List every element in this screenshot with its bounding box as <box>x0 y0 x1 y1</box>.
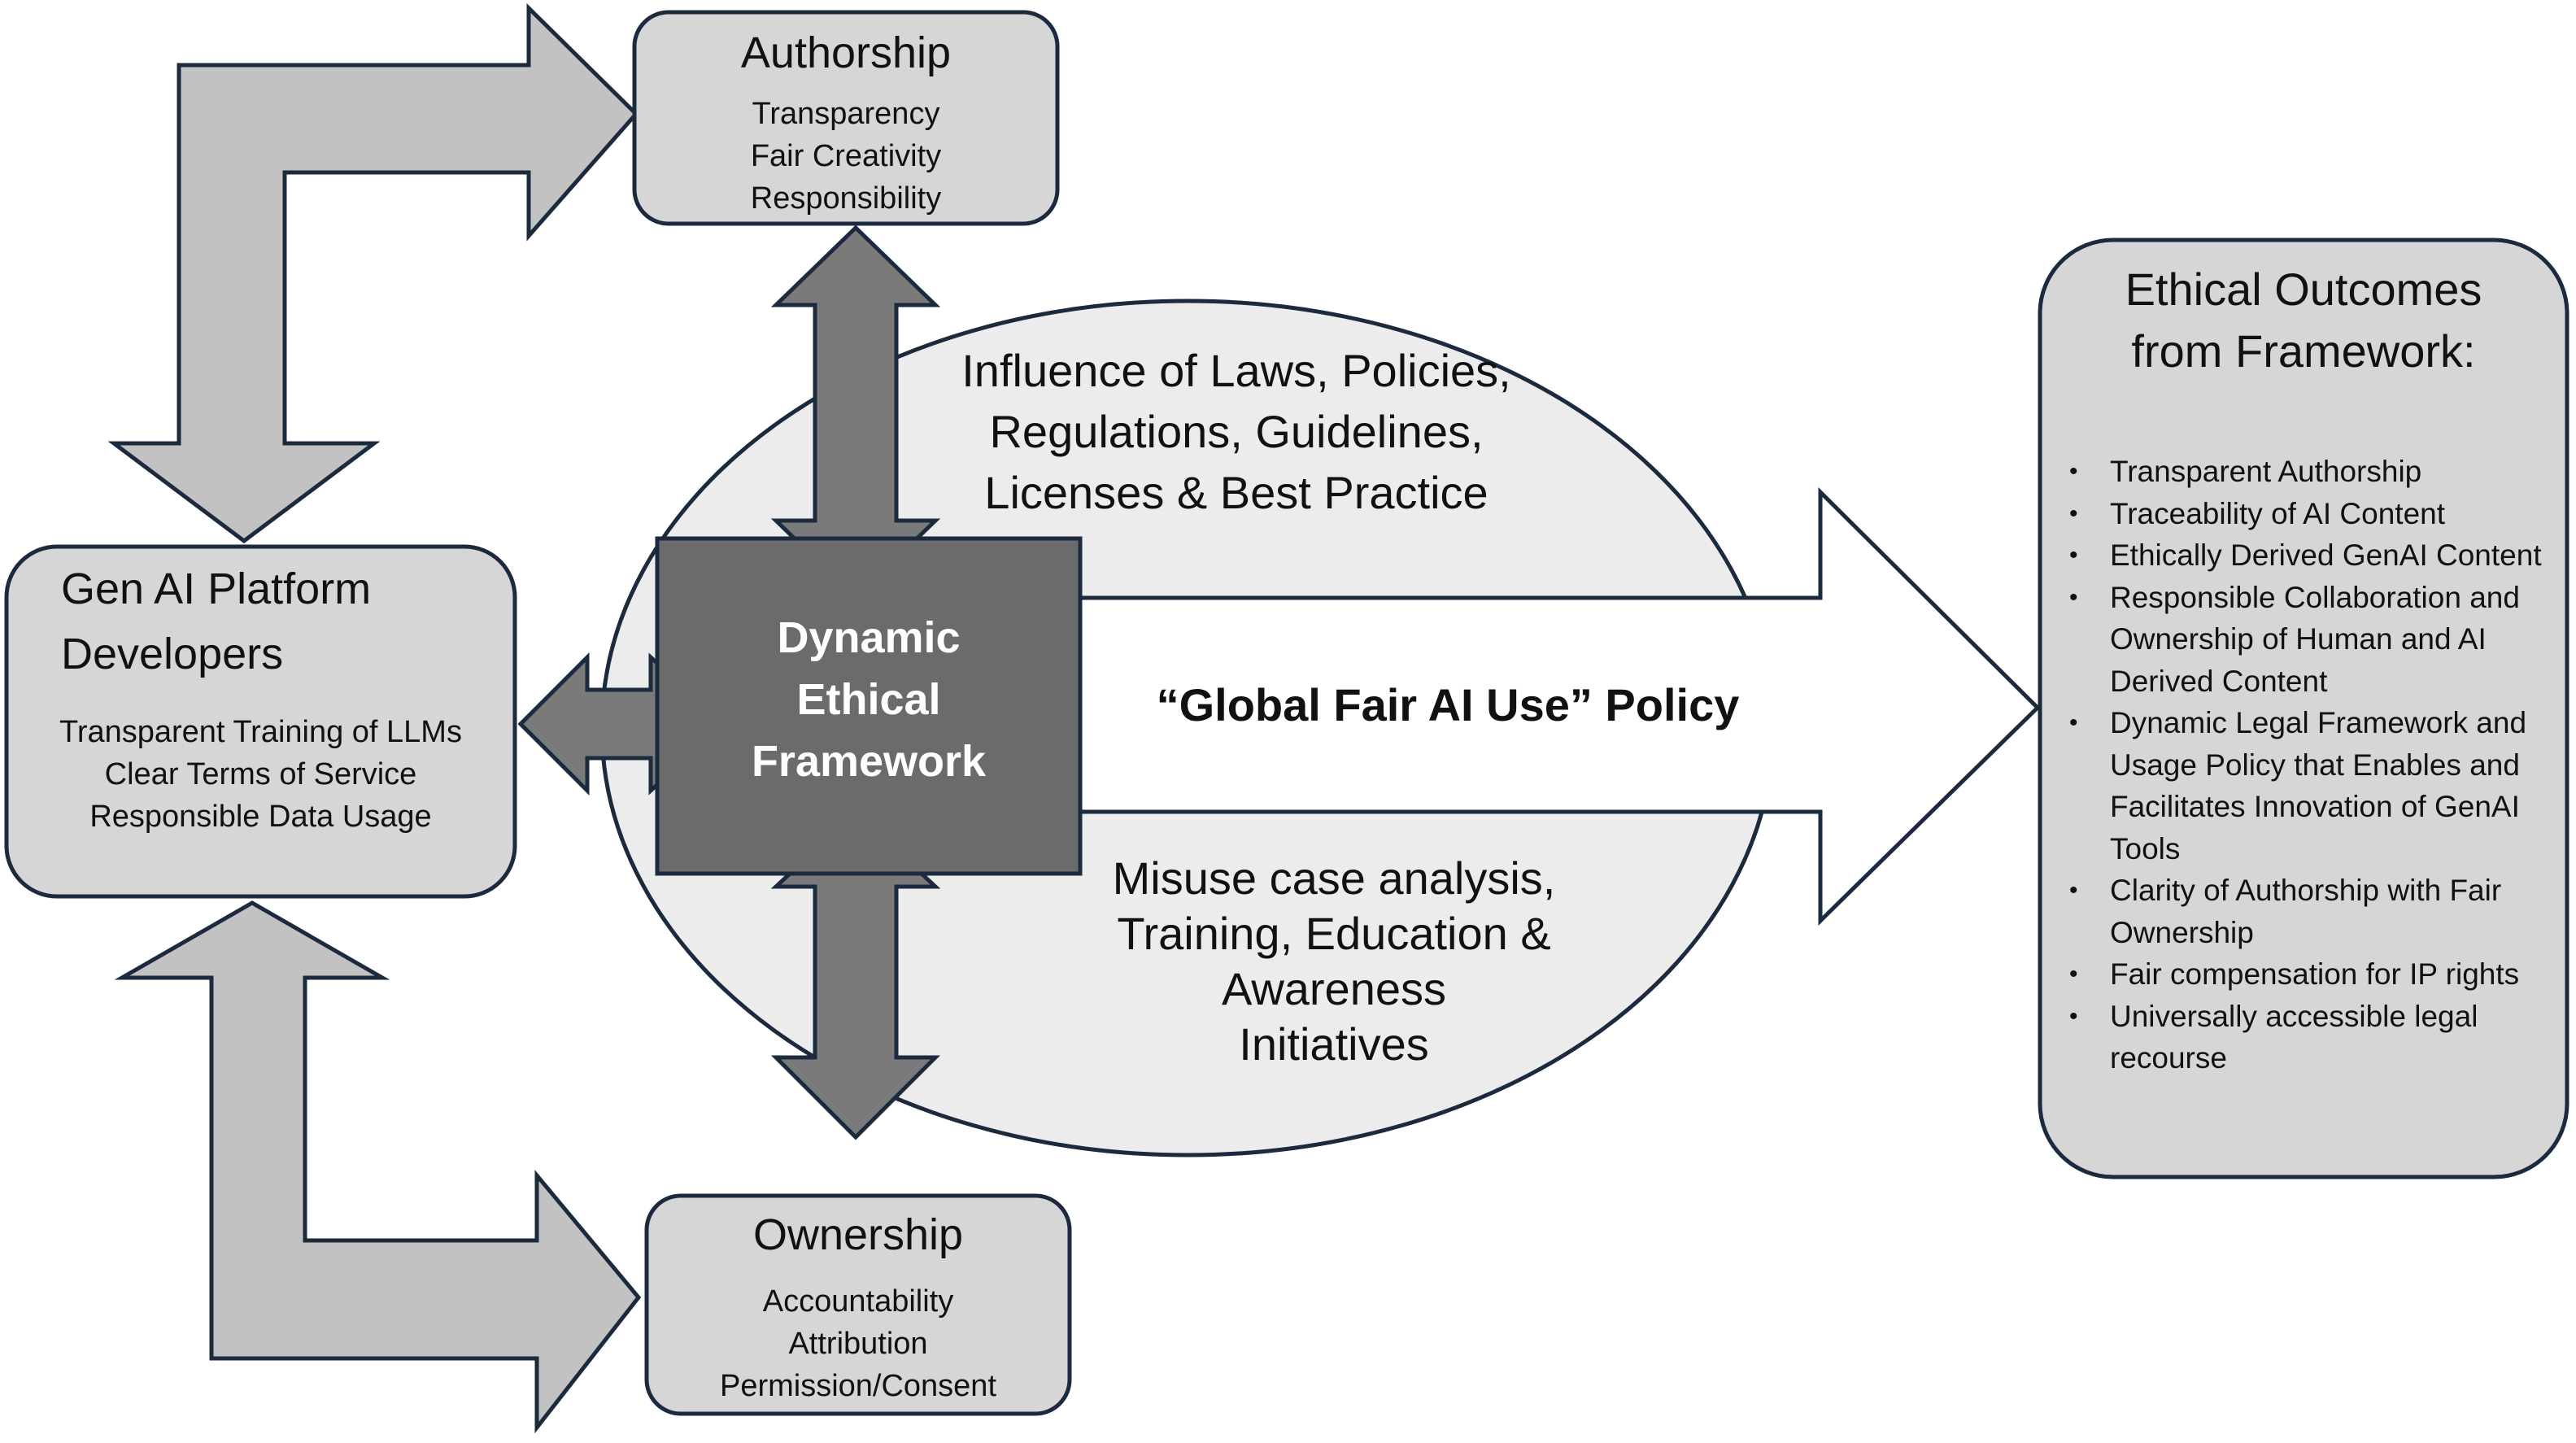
ownership-items: Accountability Attribution Permission/Co… <box>647 1280 1070 1407</box>
outcome-item: Universally accessible legal recourse <box>2063 996 2551 1079</box>
framework-label-line: Ethical <box>796 675 941 724</box>
influence-line: Licenses & Best Practice <box>984 467 1489 518</box>
authorship-title: Authorship <box>740 28 952 77</box>
developers-item: Responsible Data Usage <box>89 800 432 834</box>
misuse-text: Misuse case analysis, Training, Educatio… <box>1000 851 1667 1072</box>
misuse-line: Training, Education & <box>1117 908 1551 959</box>
developers-title-line: Gen AI Platform <box>61 565 372 613</box>
developers-title: Gen AI Platform Developers <box>61 556 371 687</box>
authorship-item: Responsibility <box>750 181 942 216</box>
influence-text: Influence of Laws, Policies, Regulations… <box>895 340 1578 523</box>
outcomes-title: Ethical Outcomes from Framework: <box>2040 259 2567 382</box>
framework-label-line: Dynamic <box>777 613 961 662</box>
developers-to-authorship-arrow <box>107 3 639 544</box>
misuse-line: Awareness <box>1221 963 1446 1014</box>
ownership-title: Ownership <box>752 1210 964 1259</box>
developers-title-line: Developers <box>61 630 284 678</box>
developers-box <box>4 544 517 899</box>
outcome-item: Fair compensation for IP rights <box>2063 953 2551 996</box>
developers-item: Clear Terms of Service <box>104 757 417 791</box>
outcome-item: Responsible Collaboration and Ownership … <box>2063 577 2551 703</box>
framework-label: Dynamic Ethical Framework <box>657 607 1080 792</box>
ownership-item: Attribution <box>788 1327 928 1361</box>
ownership-item: Permission/Consent <box>719 1369 997 1403</box>
developers-items: Transparent Training of LLMs Clear Terms… <box>7 711 515 838</box>
developers-item: Transparent Training of LLMs <box>59 715 462 749</box>
outcome-item: Clarity of Authorship with Fair Ownershi… <box>2063 870 2551 953</box>
ownership-item: Accountability <box>762 1284 954 1319</box>
outcome-item: Ethically Derived GenAI Content <box>2063 534 2551 577</box>
misuse-line: Misuse case analysis, <box>1112 852 1556 904</box>
outcome-item: Traceability of AI Content <box>2063 493 2551 535</box>
policy-arrow <box>1071 486 2041 926</box>
influence-line: Regulations, Guidelines, <box>989 406 1484 457</box>
outcome-item: Dynamic Legal Framework and Usage Policy… <box>2063 702 2551 870</box>
developers-to-ownership-arrow <box>114 900 642 1434</box>
authorship-item: Fair Creativity <box>750 139 942 173</box>
outcomes-list: Transparent Authorship Traceability of A… <box>2063 451 2551 1079</box>
framework-ownership-arrow <box>770 809 941 1140</box>
authorship-items: Transparency Fair Creativity Responsibil… <box>634 93 1057 220</box>
misuse-line: Initiatives <box>1239 1018 1429 1070</box>
framework-box <box>655 536 1083 876</box>
ownership-box <box>644 1193 1072 1416</box>
outcomes-title-line: from Framework: <box>2131 325 2476 377</box>
outcome-item: Transparent Authorship <box>2063 451 2551 493</box>
policy-label: “Global Fair AI Use” Policy <box>1156 679 1740 730</box>
outcomes-title-line: Ethical Outcomes <box>2125 264 2482 315</box>
influence-line: Influence of Laws, Policies, <box>961 345 1511 396</box>
authorship-box <box>632 10 1060 226</box>
authorship-item: Transparency <box>752 97 940 131</box>
framework-label-line: Framework <box>751 737 987 786</box>
